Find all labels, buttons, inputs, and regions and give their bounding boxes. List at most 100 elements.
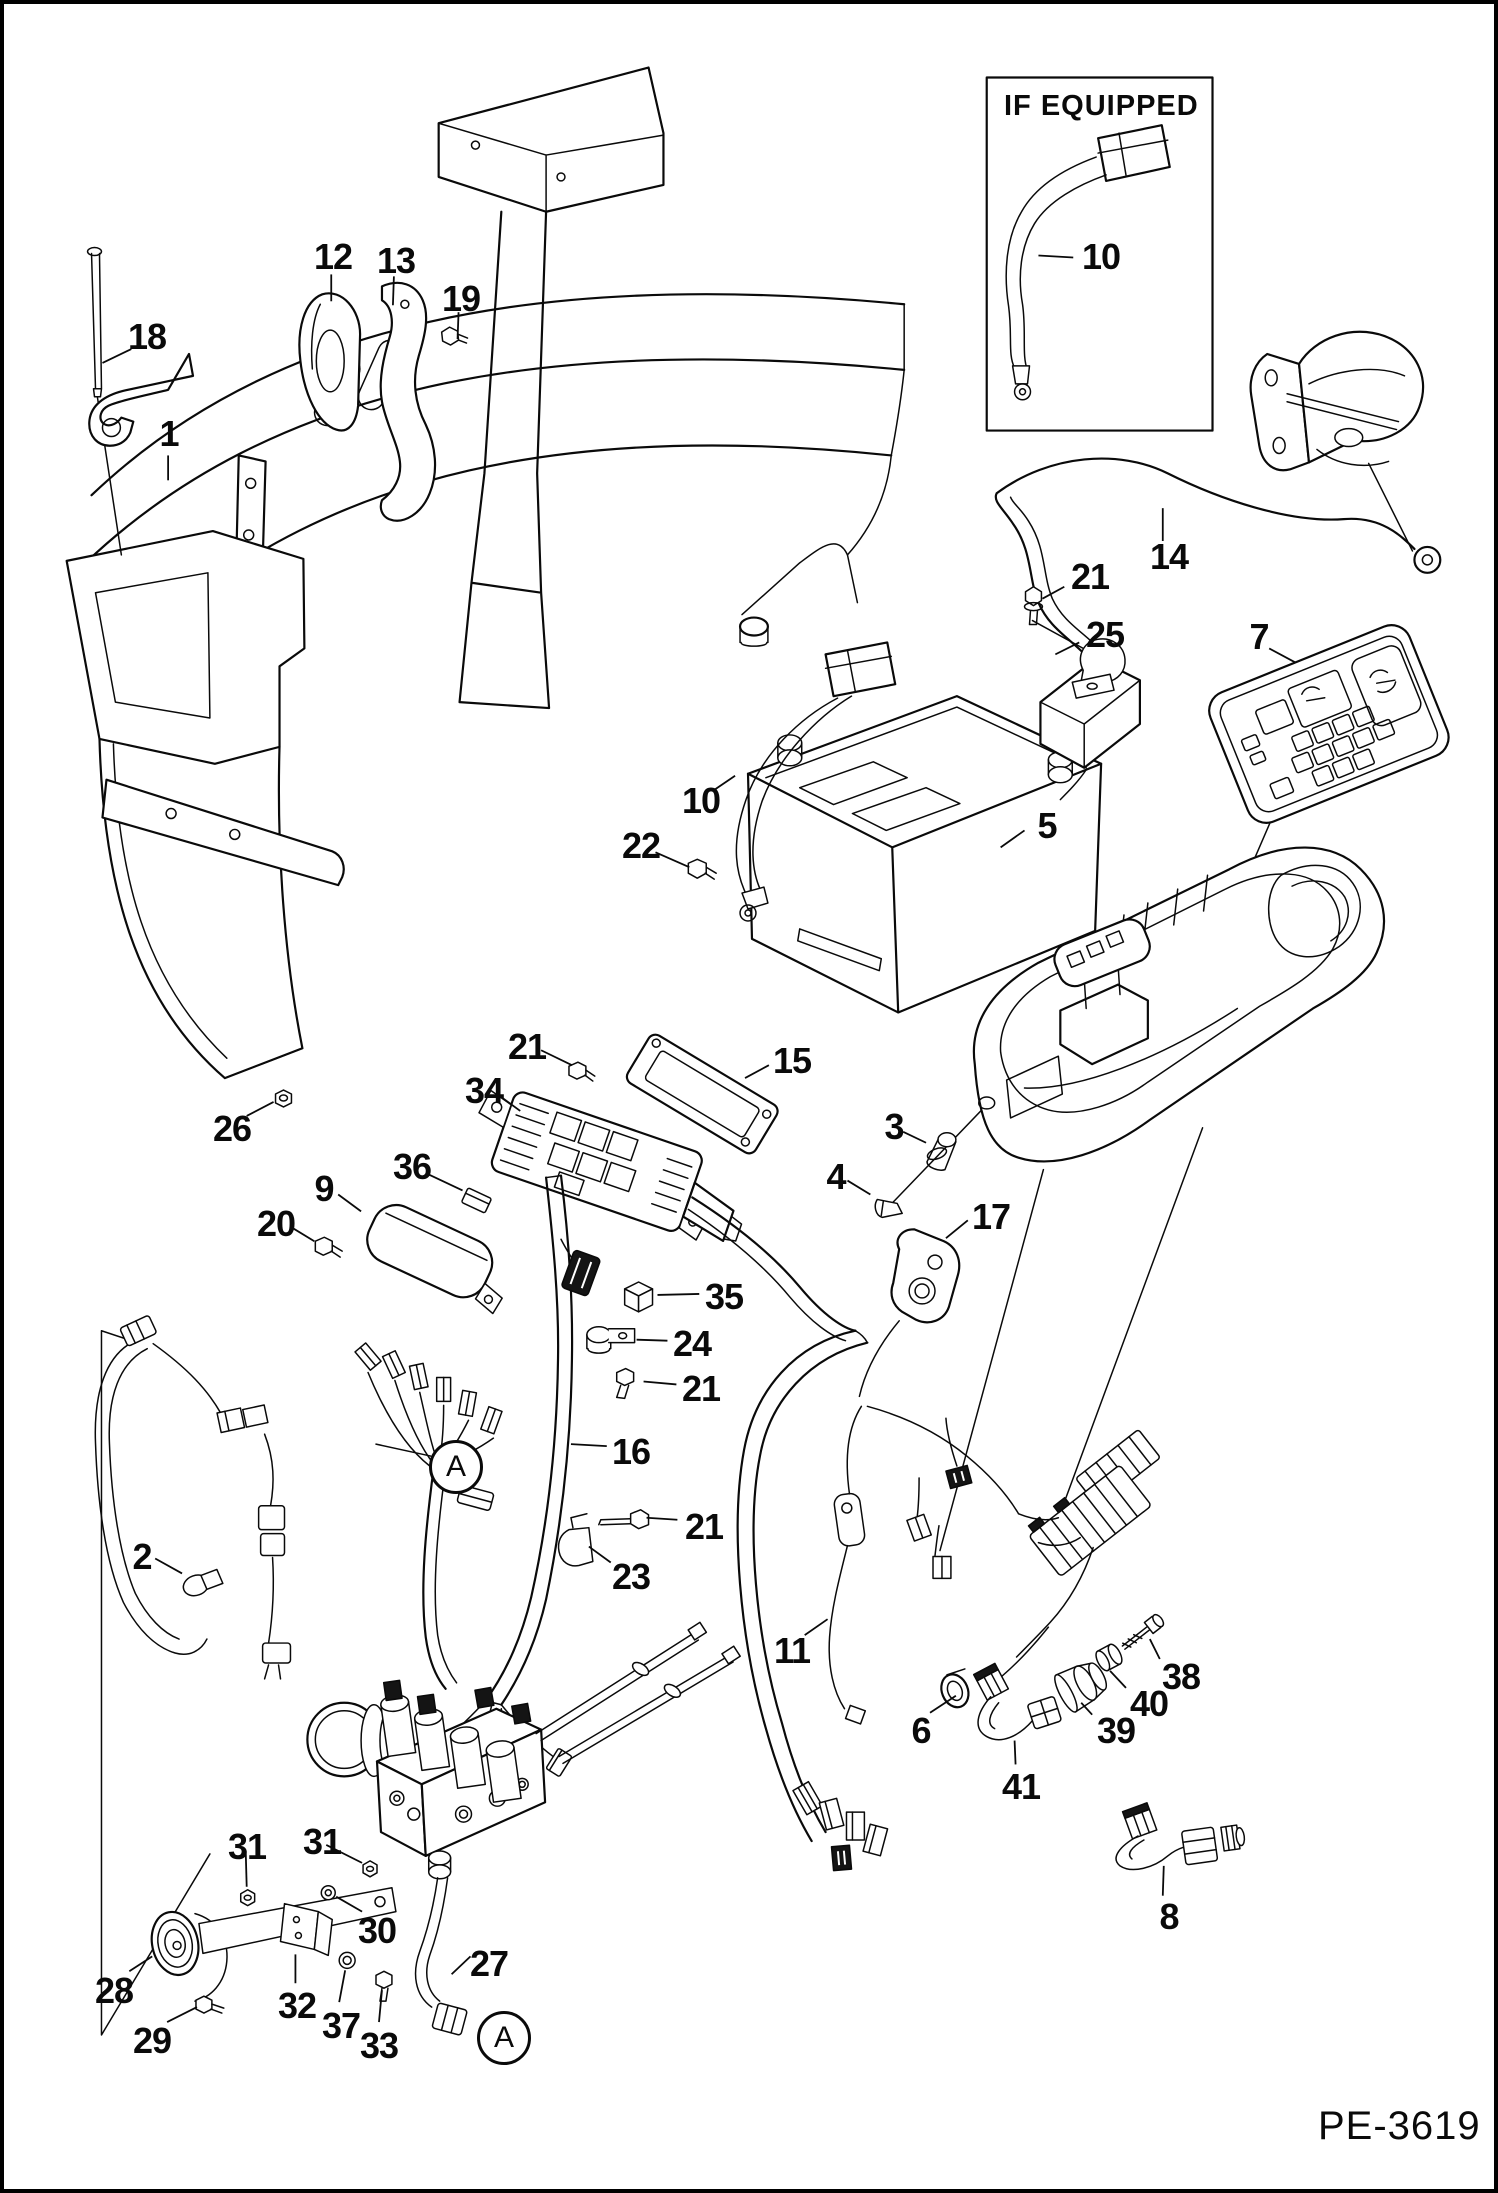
leader-line — [244, 1850, 248, 1887]
leader-line — [570, 1443, 607, 1448]
bolt-33-art — [375, 1970, 393, 2002]
callout-18: 18 — [127, 316, 167, 357]
battery-cable-art — [735, 641, 897, 922]
main-harness-art — [736, 1329, 1160, 1872]
callout-40: 40 — [1129, 1683, 1169, 1724]
callout-37: 37 — [321, 2005, 361, 2046]
callout-17: 17 — [971, 1196, 1011, 1237]
leader-line — [338, 1970, 347, 2003]
leader-line — [102, 348, 132, 364]
callout-2: 2 — [132, 1536, 152, 1577]
leader-line — [712, 774, 736, 792]
mirror-bracket-art — [379, 281, 437, 522]
callout-21: 21 — [681, 1368, 721, 1409]
detail-marker-A: A — [477, 2011, 531, 2065]
chip-36-art — [461, 1187, 492, 1214]
callout-26: 26 — [212, 1108, 252, 1149]
mirror-art — [298, 292, 362, 432]
bolt-29-art — [195, 1995, 225, 2014]
nut-22-art — [687, 858, 717, 880]
callout-8: 8 — [1159, 1896, 1179, 1937]
callout-23: 23 — [611, 1556, 651, 1597]
nut-26-art — [274, 1089, 293, 1108]
horn-bracket-art — [279, 1902, 333, 1957]
callout-21: 21 — [507, 1026, 547, 1067]
solenoid-harness-art — [354, 1342, 503, 1690]
bolt-20-art — [314, 1236, 343, 1258]
plate-17-art — [890, 1228, 961, 1324]
diagram-line-art — [65, 66, 1450, 2036]
callout-4: 4 — [826, 1156, 846, 1197]
washer-30-art — [320, 1885, 336, 1901]
leader-lines-layer — [102, 254, 1296, 2023]
detail-marker-A: A — [429, 1440, 483, 1494]
leader-line — [804, 1618, 829, 1636]
grommet-2-art — [182, 1568, 224, 1597]
chassis-frame-art — [65, 66, 906, 1080]
callout-30: 30 — [357, 1910, 397, 1951]
callout-19: 19 — [441, 278, 481, 319]
leader-line — [540, 1049, 573, 1066]
leader-line — [902, 1131, 927, 1144]
seal-40-art — [1095, 1643, 1123, 1672]
leader-line — [497, 1094, 521, 1112]
harness-breakout-connectors — [792, 1780, 889, 1872]
callout-31: 31 — [227, 1826, 267, 1867]
console-art — [972, 846, 1386, 1163]
leader-line — [1268, 647, 1296, 664]
callout-22: 22 — [621, 825, 661, 866]
clamp-23-art — [557, 1513, 594, 1567]
callout-10: 10 — [1081, 236, 1121, 277]
leader-line — [1013, 1740, 1017, 1765]
jumper-cable-art — [1005, 124, 1171, 401]
cover-9-art — [366, 1203, 503, 1315]
callout-3: 3 — [884, 1106, 904, 1147]
screw-38-art — [1121, 1613, 1165, 1650]
leader-line — [290, 1226, 315, 1242]
callout-14: 14 — [1149, 536, 1189, 577]
callout-16: 16 — [611, 1431, 651, 1472]
callout-5: 5 — [1037, 805, 1057, 846]
leader-line — [450, 1955, 472, 1975]
callout-12: 12 — [313, 236, 353, 277]
leader-line — [1054, 641, 1080, 656]
pin-4-art — [874, 1198, 903, 1219]
wire-27-art — [414, 1877, 468, 2036]
leader-line — [945, 1219, 969, 1239]
callout-38: 38 — [1161, 1656, 1201, 1697]
left-harness-art — [94, 1315, 292, 1680]
leader-line — [1000, 829, 1026, 849]
leader-line — [335, 1895, 363, 1913]
leader-line — [744, 1064, 770, 1079]
callout-41: 41 — [1001, 1766, 1041, 1807]
callout-27: 27 — [469, 1943, 509, 1984]
leader-line — [1149, 1638, 1161, 1660]
clamp-25-art — [1071, 638, 1126, 699]
bolt-21-gasket-art — [568, 1061, 596, 1082]
antenna-art — [86, 246, 103, 398]
gasket-plate-art — [625, 1033, 779, 1155]
callout-35: 35 — [704, 1276, 744, 1317]
pigtail-41-art — [972, 1662, 1062, 1741]
leader-line — [657, 1293, 700, 1296]
callout-11: 11 — [773, 1630, 811, 1671]
connector-6-art — [940, 1668, 970, 1709]
leader-line — [1109, 1670, 1127, 1689]
leader-line — [1161, 1865, 1165, 1896]
callout-29: 29 — [132, 2020, 172, 2061]
leader-line — [246, 1101, 274, 1117]
nut-31a-art — [239, 1888, 256, 1907]
harness-17-cable-art — [687, 1196, 900, 1398]
callout-33: 33 — [359, 2025, 399, 2066]
clamp-24-art — [586, 1326, 636, 1354]
callout-28: 28 — [94, 1970, 134, 2011]
callout-15: 15 — [772, 1040, 812, 1081]
switch-3-art — [926, 1132, 957, 1171]
actuator-motor-art — [1249, 330, 1425, 472]
leader-line — [128, 1955, 153, 1973]
leader-line — [378, 1990, 383, 2023]
leader-line — [646, 1516, 678, 1521]
callout-24: 24 — [672, 1323, 712, 1364]
callout-6: 6 — [911, 1710, 931, 1751]
